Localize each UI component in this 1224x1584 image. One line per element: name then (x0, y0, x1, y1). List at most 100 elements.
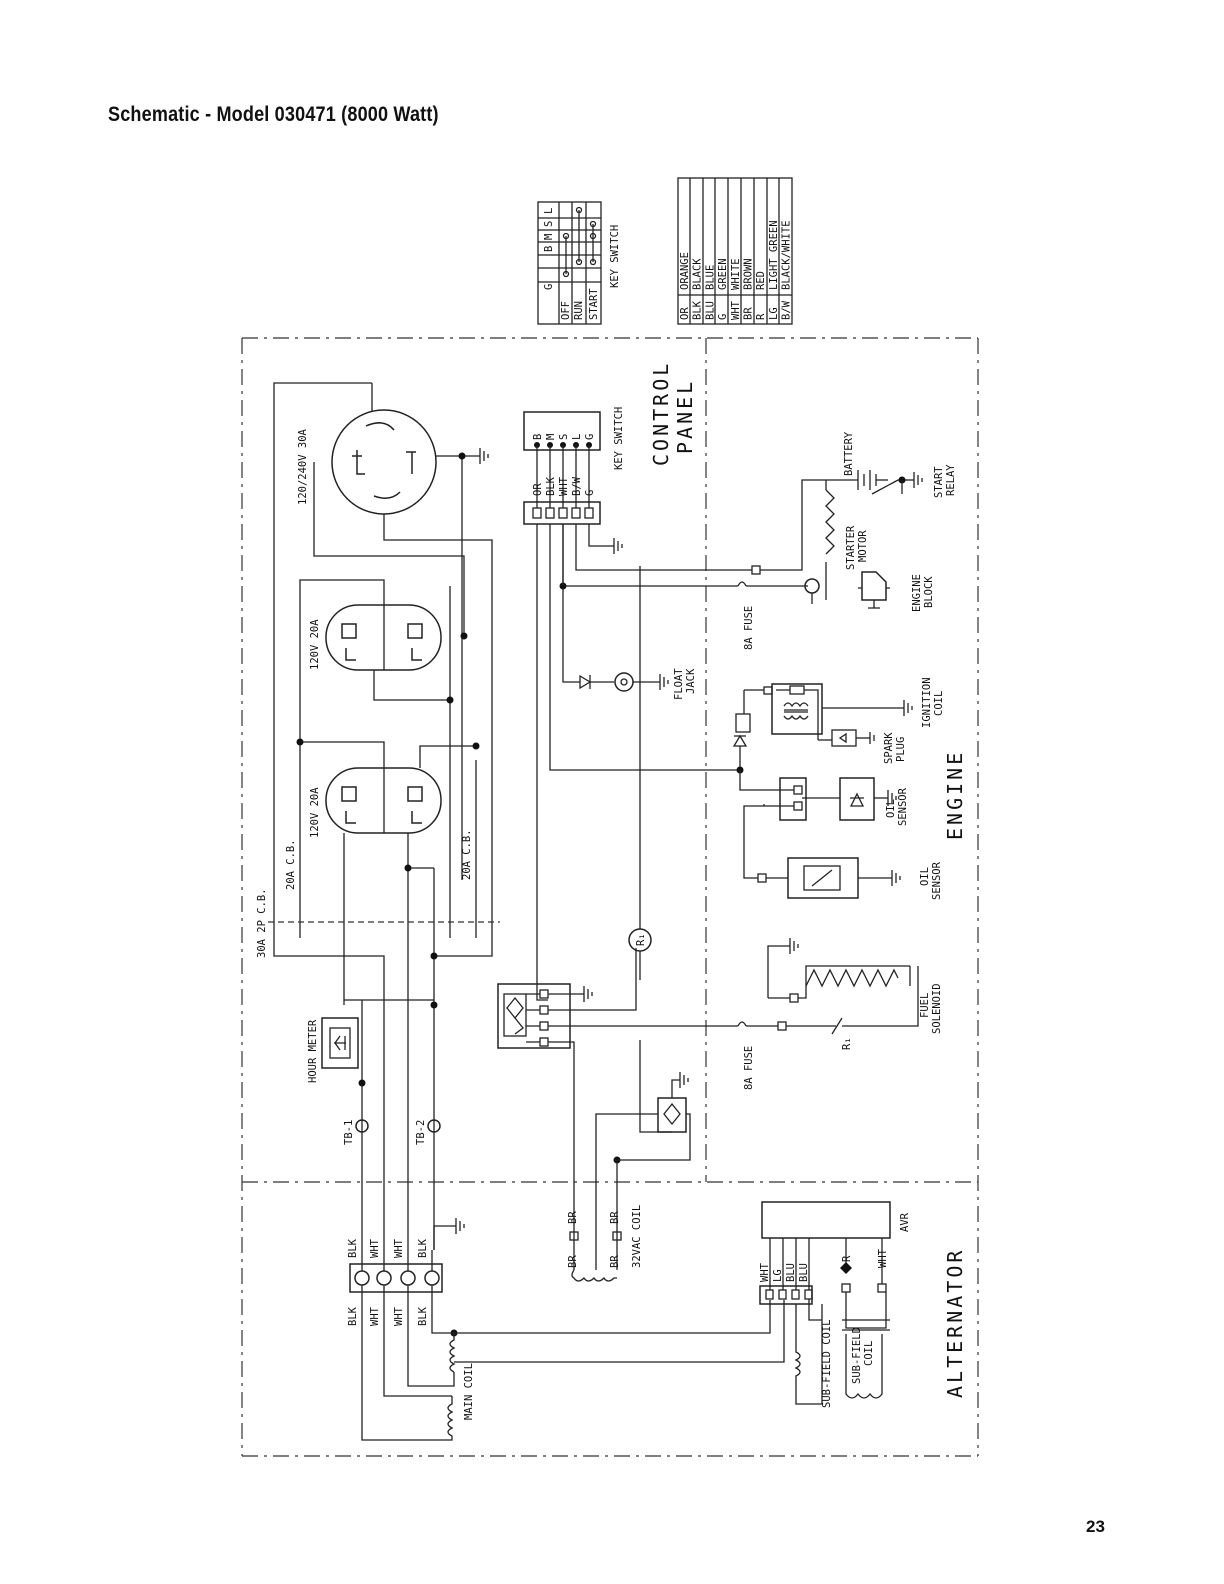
bridge-rectifier-32vac (595, 1040, 691, 1270)
label-oil-sensor-1-l1: OIL (885, 799, 897, 818)
legend-code-4: WHT (730, 300, 742, 320)
fuse-top (737, 581, 747, 587)
label-avr-wht: WHT (877, 1248, 889, 1268)
key-wire-0: OR (532, 483, 544, 496)
label-br-top-1: BR (567, 1211, 579, 1224)
avr-wire-2: BLU (785, 1263, 797, 1282)
label-ignition-coil-l2: COIL (933, 691, 945, 716)
label-receptacle-20a-top: 120V 20A (309, 619, 321, 670)
terminal-bottom-2: WHT (393, 1306, 405, 1326)
main-coil (444, 1300, 785, 1441)
avr-unit (759, 1201, 891, 1405)
terminal-bottom-3: BLK (417, 1306, 429, 1326)
key-table-row-start: START (588, 288, 600, 320)
legend-code-0: OR (679, 307, 691, 320)
avr-wire-1: LG (772, 1269, 784, 1282)
legend-name-2: BLUE (704, 265, 716, 290)
terminal-top-0: BLK (347, 1238, 359, 1258)
key-switch (523, 411, 601, 525)
key-wire-4: G (584, 490, 596, 496)
label-sub-field-coil-l1: SUB-FIELD (851, 1327, 863, 1384)
label-fuse-bottom: 8A FUSE (743, 1046, 755, 1090)
legend-code-1: BLK (692, 300, 704, 320)
label-float-jack-l2: JACK (685, 668, 697, 694)
label-cb-20a-left: 20A C.B. (285, 839, 297, 890)
key-wire-3: B/W (571, 476, 583, 496)
label-engine-block-l1: ENGINE (911, 574, 923, 612)
fuel-solenoid (767, 938, 911, 1003)
label-r1-contact: R₁ (841, 1037, 853, 1050)
label-hour-meter: HOUR METER (307, 1019, 319, 1083)
legend-name-6: RED (755, 271, 767, 290)
terminal-top-3: BLK (417, 1238, 429, 1258)
legend-name-5: BROWN (743, 258, 755, 290)
label-start-relay-l1: START (933, 466, 945, 498)
key-wire-2: WHT (558, 476, 570, 496)
control-panel-wiring (268, 382, 500, 1250)
legend-code-7: LG (768, 307, 780, 320)
terminal-top-2: WHT (393, 1238, 405, 1258)
avr-wire-3: BLU (798, 1263, 810, 1282)
label-engine-block-l2: BLOCK (923, 576, 935, 608)
legend-code-6: R (755, 313, 767, 320)
label-float-jack-l1: FLOAT (673, 668, 685, 700)
label-sub-field-coil-l2: COIL (863, 1341, 875, 1366)
legend-code-3: G (717, 314, 729, 320)
legend-code-2: BLU (704, 301, 716, 320)
key-switch-wiring (536, 524, 752, 1001)
receptacle-30a (331, 409, 437, 515)
tb2-terminal (427, 1119, 441, 1133)
label-starter-motor-l1: STARTER (845, 525, 857, 570)
label-fuse-top: 8A FUSE (743, 606, 755, 650)
legend-name-4: WHITE (730, 258, 742, 290)
hour-meter (321, 1017, 359, 1069)
section-control-panel-line1: CONTROL (649, 361, 673, 466)
label-oil-sensor-2-l1: OIL (919, 867, 931, 886)
junction-dots-left (296, 452, 621, 1337)
label-br-bot-1: BR (567, 1255, 579, 1268)
label-fuel-solenoid-l2: SOLENOID (931, 983, 943, 1034)
label-battery: BATTERY (843, 431, 855, 476)
label-avr-r: R (841, 1255, 853, 1262)
avr-wire-0: WHT (759, 1262, 771, 1282)
key-table-header-m: M (543, 234, 555, 240)
label-sub-field-coil: SUB-FIELD COIL (821, 1319, 833, 1408)
label-32vac-coil: 32VAC COIL (631, 1205, 643, 1268)
terminal-top-1: WHT (369, 1238, 381, 1258)
label-tb1: TB-1 (343, 1120, 355, 1145)
ignition-coil (732, 683, 913, 774)
key-table-title: KEY SWITCH (609, 225, 621, 288)
legend-name-8: BLACK/WHITE (781, 220, 793, 290)
label-main-coil: MAIN COIL (463, 1363, 475, 1420)
tb1-terminal (355, 1119, 369, 1133)
label-br-bot-2: BR (609, 1255, 621, 1268)
page-title: Schematic - Model 030471 (8000 Watt) (108, 103, 439, 126)
label-spark-plug-l2: PLUG (895, 737, 907, 762)
section-engine: ENGINE (943, 750, 967, 840)
label-receptacle-20a-bottom: 120V 20A (309, 787, 321, 838)
key-table-header-b: B (543, 246, 555, 252)
label-ignition-coil-l1: IGNITION (921, 677, 933, 728)
legend-code-8: B/W (781, 300, 793, 320)
key-table-header-g: G (543, 284, 555, 290)
receptacle-20a-top (325, 604, 442, 671)
key-table-header-l: L (543, 208, 555, 214)
legend-name-0: ORANGE (679, 252, 691, 290)
terminal-bottom-0: BLK (347, 1306, 359, 1326)
key-wire-1: BLK (545, 476, 557, 496)
label-cb-20a-right: 20A C.B. (461, 829, 473, 880)
rectifier-and-fuel-line (497, 566, 919, 1270)
legend-name-7: LIGHT GREEN (768, 220, 780, 290)
label-r1-resistor: R₁ (635, 933, 647, 946)
label-receptacle-30a: 120/240V 30A (297, 428, 309, 505)
key-table-row-run: RUN (573, 301, 585, 320)
oil-sensor-2 (743, 805, 901, 899)
section-alternator: ALTERNATOR (943, 1248, 967, 1398)
label-start-relay-l2: RELAY (945, 464, 957, 496)
battery-and-starter (751, 470, 923, 609)
key-switch-table: G B M S L OFF RUN START KEY SWITCH (537, 201, 621, 325)
label-cb-30a: 30A 2P C.B. (256, 888, 268, 958)
label-tb2: TB-2 (415, 1120, 427, 1145)
color-legend-table: ORORANGEBLKBLACKBLUBLUEGGREENWHTWHITEBRB… (677, 177, 793, 325)
alternator-terminal-block (349, 1218, 465, 1441)
